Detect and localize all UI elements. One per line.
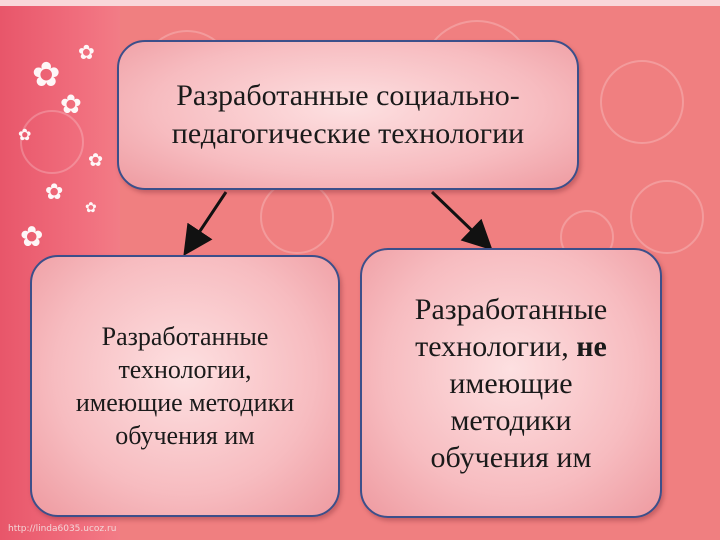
right-box-line: обучения им [430, 440, 592, 474]
negation-emphasis: не [576, 329, 607, 363]
top-box-line: Разработанные социально- [176, 79, 520, 112]
right-box-line: имеющие [449, 366, 573, 400]
flower-icon: ✿ [18, 125, 32, 144]
arrow-to-right-box [430, 190, 493, 251]
right-box-text: технологии, [415, 329, 577, 363]
decorative-swirl [630, 180, 704, 254]
decorative-swirl [20, 110, 84, 174]
top-box: Разработанные социально- педагогические … [117, 40, 579, 190]
right-box-line: технологии, не [415, 328, 607, 365]
decorative-swirl [600, 60, 684, 144]
left-box: Разработанные технологии, имеющие методи… [30, 255, 340, 517]
flower-icon: ✿ [45, 180, 64, 205]
flower-icon: ✿ [20, 220, 44, 253]
right-box-line: методики [450, 403, 572, 437]
top-border [0, 0, 720, 6]
left-box-line: Разработанные [101, 322, 269, 351]
flower-icon: ✿ [32, 55, 61, 95]
flower-icon: ✿ [60, 90, 82, 120]
right-box: Разработанные технологии, не имеющие мет… [360, 248, 662, 518]
left-box-line: технологии, [118, 355, 252, 384]
arrow-to-left-box [183, 191, 228, 256]
left-box-line: обучения им [115, 421, 255, 450]
flower-icon: ✿ [88, 150, 104, 171]
watermark: http://linda6035.ucoz.ru [8, 524, 117, 534]
flower-icon: ✿ [78, 40, 95, 64]
left-box-line: имеющие методики [75, 388, 295, 417]
right-box-line: Разработанные [414, 292, 608, 326]
top-box-line: педагогические технологии [171, 117, 525, 150]
flower-icon: ✿ [85, 200, 97, 216]
